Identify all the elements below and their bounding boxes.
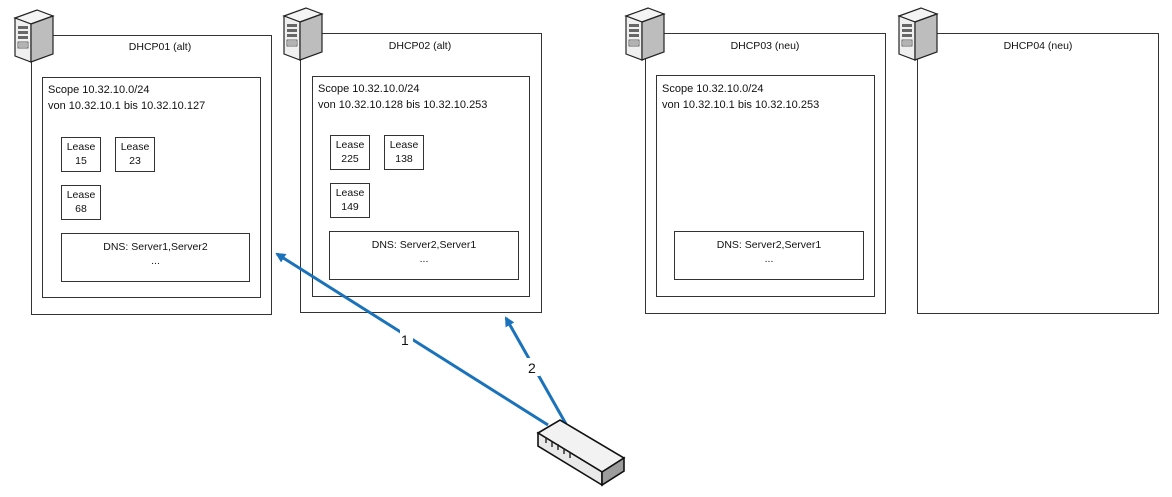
- scope-range: von 10.32.10.1 bis 10.32.10.253: [662, 99, 820, 111]
- lease-number: 68: [75, 203, 87, 215]
- server-title-dhcp03: DHCP03 (neu): [730, 40, 800, 52]
- scope-range: von 10.32.10.128 bis 10.32.10.253: [318, 99, 488, 111]
- arrow-label-2: 2: [528, 360, 536, 376]
- lease-label: Lease: [66, 189, 96, 201]
- dns-servers: DNS: Server1,Server2: [103, 241, 208, 253]
- dns-ellipsis: ...: [764, 253, 774, 265]
- dns-ellipsis: ...: [151, 255, 160, 267]
- dns-box-dhcp03: DNS: Server2,Server1 ...: [674, 231, 864, 280]
- dns-ellipsis: ...: [419, 253, 429, 265]
- server-tower-icon: [14, 9, 54, 63]
- lease-number: 149: [341, 201, 359, 213]
- scope-range-dhcp02: Scope 10.32.10.0/24 von 10.32.10.128 bis…: [318, 81, 487, 113]
- server-title-dhcp04: DHCP04 (neu): [1003, 40, 1073, 52]
- lease-label: Lease: [389, 139, 419, 151]
- lease-box: Lease 225: [330, 135, 370, 170]
- dns-servers: DNS: Server2,Server1: [371, 239, 477, 251]
- arrow-label-bg: [400, 330, 413, 348]
- network-switch-icon: [536, 419, 626, 487]
- server-tower-icon: [898, 7, 938, 61]
- dns-box-dhcp01: DNS: Server1,Server2 ...: [61, 233, 250, 282]
- scope-range-dhcp03: Scope 10.32.10.0/24 von 10.32.10.1 bis 1…: [662, 81, 819, 113]
- lease-number: 225: [341, 153, 359, 165]
- lease-number: 23: [129, 155, 141, 167]
- dns-servers: DNS: Server2,Server1: [716, 239, 822, 251]
- dns-box-dhcp02: DNS: Server2,Server1 ...: [329, 231, 519, 280]
- server-panel-dhcp04: [917, 33, 1159, 314]
- lease-box: Lease 68: [61, 185, 101, 220]
- server-title-dhcp02: DHCP02 (alt): [388, 40, 452, 52]
- lease-number: 15: [75, 155, 87, 167]
- scope-range-dhcp01: Scope 10.32.10.0/24 von 10.32.10.1 bis 1…: [48, 82, 205, 114]
- lease-box: Lease 23: [115, 137, 155, 172]
- lease-label: Lease: [120, 141, 150, 153]
- lease-number: 138: [395, 153, 413, 165]
- arrow-label-bg: [527, 358, 540, 376]
- scope-subnet: Scope 10.32.10.0/24: [48, 84, 150, 96]
- scope-subnet: Scope 10.32.10.0/24: [318, 83, 420, 95]
- lease-box: Lease 149: [330, 183, 370, 218]
- lease-box: Lease 138: [384, 135, 424, 170]
- scope-subnet: Scope 10.32.10.0/24: [662, 83, 764, 95]
- arrow-label-1: 1: [401, 332, 409, 348]
- server-title-dhcp01: DHCP01 (alt): [128, 41, 192, 53]
- lease-label: Lease: [66, 141, 96, 153]
- server-tower-icon: [625, 7, 665, 61]
- scope-range: von 10.32.10.1 bis 10.32.10.127: [48, 100, 206, 112]
- lease-box: Lease 15: [61, 137, 101, 172]
- lease-label: Lease: [335, 139, 365, 151]
- lease-label: Lease: [335, 187, 365, 199]
- server-tower-icon: [283, 7, 323, 61]
